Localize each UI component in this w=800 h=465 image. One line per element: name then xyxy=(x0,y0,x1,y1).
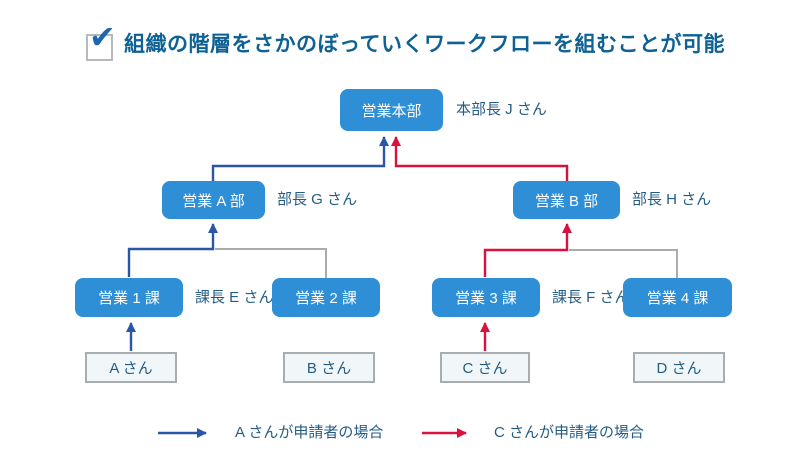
label-section-1-chief: 課長 E さん xyxy=(195,289,274,306)
node-person-d: D さん xyxy=(633,352,725,383)
arrow-sec3-to-deptB xyxy=(483,223,572,277)
label-hq-manager: 本部長 J さん xyxy=(456,101,547,118)
node-sales-section-4: 営業 4 課 xyxy=(623,278,732,317)
node-sales-dept-b: 営業 B 部 xyxy=(513,181,620,219)
node-person-b: B さん xyxy=(283,352,375,383)
page-title: 組織の階層をさかのぼっていくワークフローを組むことが可能 xyxy=(124,33,725,56)
label-dept-b-manager: 部長 H さん xyxy=(632,191,712,208)
node-person-a: A さん xyxy=(85,352,177,383)
node-sales-headquarters: 営業本部 xyxy=(340,89,443,131)
arrow-sec1-to-deptA xyxy=(127,223,218,277)
legend-blue-label: A さんが申請者の場合 xyxy=(235,424,384,441)
node-sales-section-2: 営業 2 課 xyxy=(272,278,380,317)
node-sales-dept-a: 営業 A 部 xyxy=(162,181,265,219)
checked-checkbox-icon: ✔ xyxy=(86,21,116,61)
connector-sec4-deptB xyxy=(569,249,678,278)
arrow-deptA-to-hq xyxy=(211,136,389,181)
node-person-c: C さん xyxy=(440,352,530,383)
connector-sec2-deptA xyxy=(215,248,327,278)
label-dept-a-manager: 部長 G さん xyxy=(277,191,358,208)
node-sales-section-3: 営業 3 課 xyxy=(432,278,540,317)
arrow-deptB-to-hq xyxy=(391,136,569,181)
node-sales-section-1: 営業 1 課 xyxy=(75,278,183,317)
label-section-3-chief: 課長 F さん xyxy=(552,289,630,306)
legend-red-label: C さんが申請者の場合 xyxy=(494,424,645,441)
checkmark-icon: ✔ xyxy=(89,19,116,55)
title-row: ✔ 組織の階層をさかのぼっていくワークフローを組むことが可能 xyxy=(86,21,725,62)
